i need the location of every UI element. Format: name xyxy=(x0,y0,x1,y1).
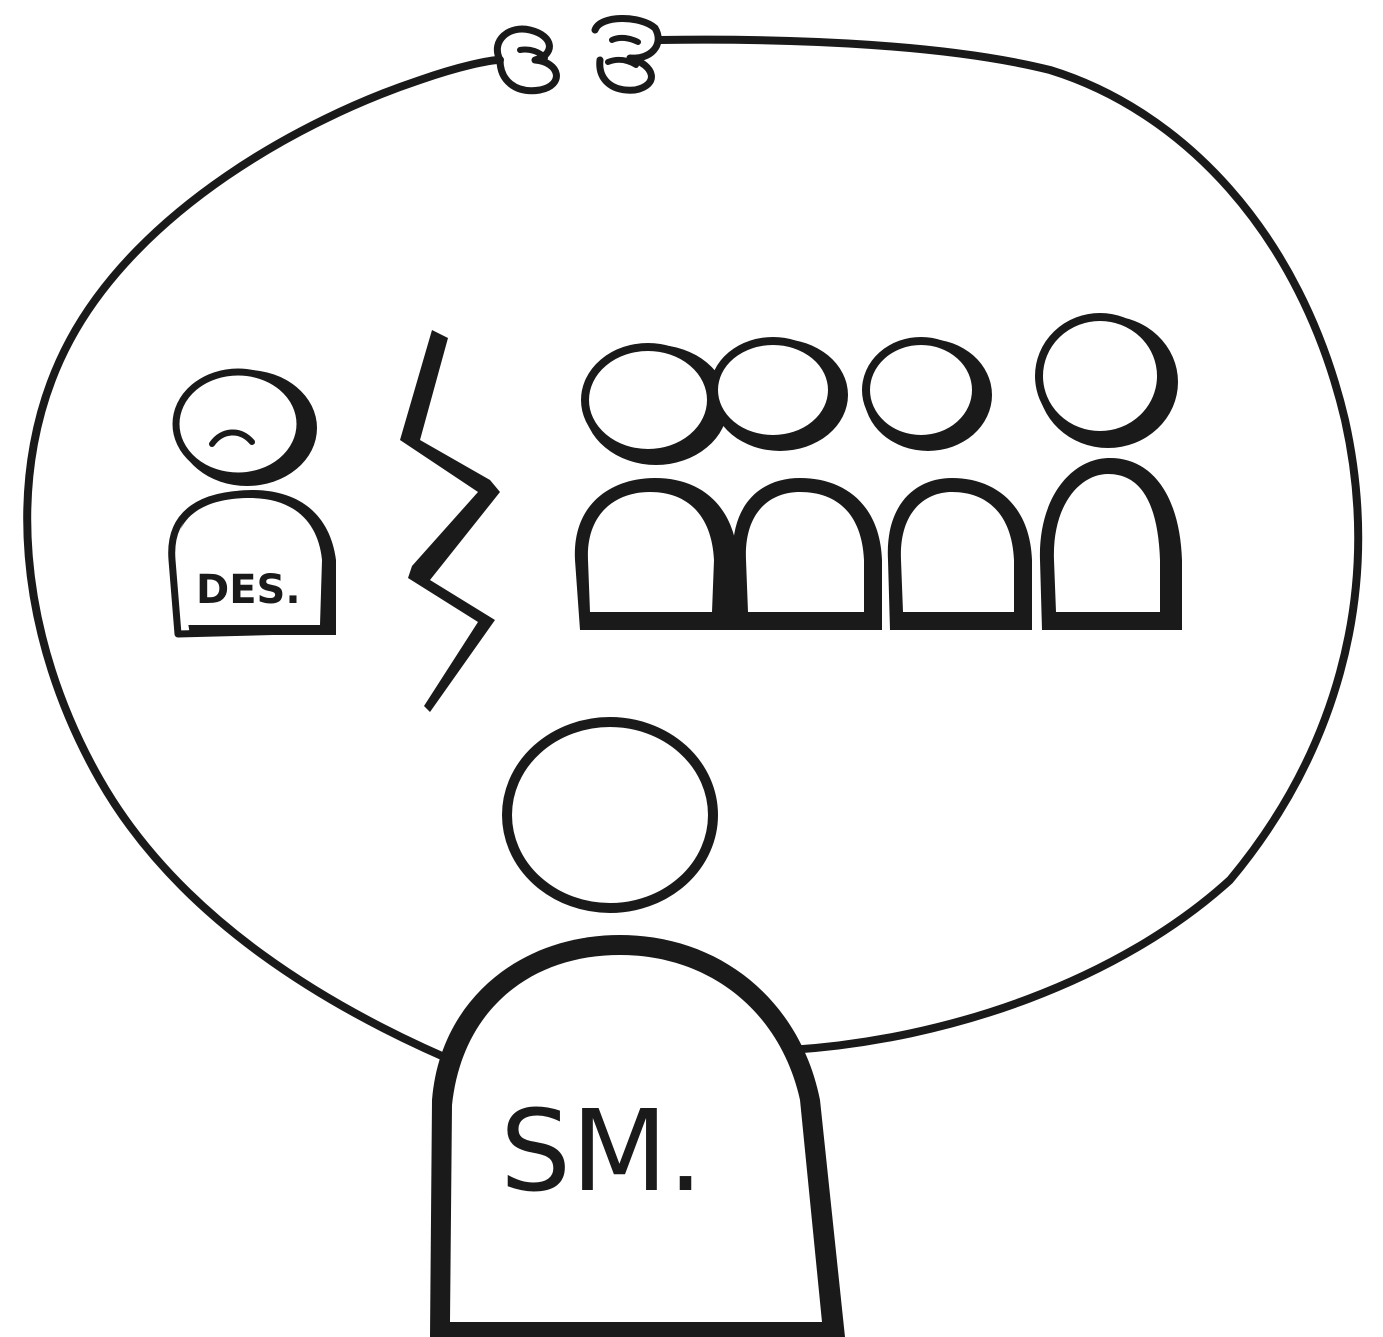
lightning-bolt-icon xyxy=(400,330,500,712)
scrum-master-figure: SM. xyxy=(430,717,845,1337)
team-member xyxy=(710,337,882,630)
designer-figure: DES. xyxy=(168,368,336,638)
frown-icon xyxy=(209,429,255,447)
team-member xyxy=(574,343,738,630)
designer-label: DES. xyxy=(196,567,301,613)
team-member xyxy=(1035,313,1182,630)
scrum-master-label: SM. xyxy=(500,1087,703,1217)
thought-bubble xyxy=(23,35,1363,1072)
team-member xyxy=(862,337,1032,630)
swirl-icon xyxy=(493,15,662,95)
